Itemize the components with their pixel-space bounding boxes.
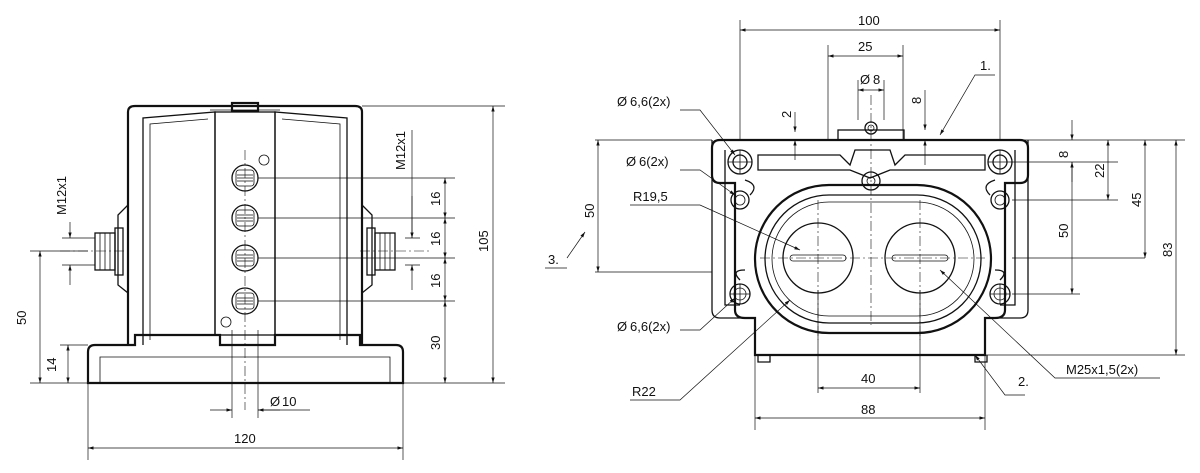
dim-height-30: 30 bbox=[428, 336, 443, 350]
diameter-symbol-8: Ø bbox=[860, 72, 870, 87]
dim-width-88: 88 bbox=[861, 402, 875, 417]
dim-width-25: 25 bbox=[858, 39, 872, 54]
right-view: 100 25 Ø 8 2 8 1. Ø 6,6(2x) Ø 6(2x) R19,… bbox=[545, 13, 1185, 430]
diameter-symbol-10: Ø bbox=[270, 394, 280, 409]
hole-top-left bbox=[727, 149, 753, 175]
dim-height-50-left: 50 bbox=[582, 204, 597, 218]
diameter-symbol-66-top: Ø bbox=[617, 94, 627, 109]
dim-width-100: 100 bbox=[858, 13, 880, 28]
hole-mid-left bbox=[730, 190, 750, 210]
dim-dia-8: 8 bbox=[873, 72, 880, 87]
dim-width-120: 120 bbox=[234, 431, 256, 446]
dim-right-45: 45 bbox=[1129, 193, 1144, 207]
dim-gap-8-top: 8 bbox=[909, 97, 924, 104]
left-view: M12x1 M12x1 16 16 16 30 105 50 14 120 Ø … bbox=[14, 101, 505, 460]
dim-thread-m25: M25x1,5(2x) bbox=[1066, 362, 1138, 377]
dim-dia-10: 10 bbox=[282, 394, 296, 409]
dim-spacing-40: 40 bbox=[861, 371, 875, 386]
hole-mid-right bbox=[990, 190, 1010, 210]
dim-pitch-2: 16 bbox=[428, 232, 443, 246]
dim-right-22: 22 bbox=[1092, 164, 1107, 178]
left-base bbox=[86, 333, 405, 385]
callout-2: 2. bbox=[1018, 374, 1029, 389]
dim-height-50: 50 bbox=[14, 311, 29, 325]
dim-dia-6: 6(2x) bbox=[639, 154, 669, 169]
dim-height-105: 105 bbox=[476, 230, 491, 252]
dim-right-8: 8 bbox=[1056, 151, 1071, 158]
dim-dia-66-top: 6,6(2x) bbox=[630, 94, 670, 109]
dim-m12-left: M12x1 bbox=[54, 176, 69, 215]
gasket-outer bbox=[753, 183, 993, 335]
callout-3: 3. bbox=[548, 252, 559, 267]
callout-1: 1. bbox=[980, 58, 991, 73]
left-body bbox=[126, 104, 364, 345]
dim-radius-22: R22 bbox=[632, 384, 656, 399]
dim-right-83: 83 bbox=[1160, 243, 1175, 257]
hole-bottom-right bbox=[989, 283, 1011, 305]
dim-pitch-1: 16 bbox=[428, 192, 443, 206]
diameter-symbol-6: Ø bbox=[626, 154, 636, 169]
dim-pitch-3: 16 bbox=[428, 274, 443, 288]
dim-right-50: 50 bbox=[1056, 224, 1071, 238]
top-actuator bbox=[757, 149, 986, 179]
dim-radius-195: R19,5 bbox=[633, 189, 668, 204]
hole-bottom-left bbox=[729, 283, 751, 305]
diameter-symbol-66-bottom: Ø bbox=[617, 319, 627, 334]
dim-gap-2: 2 bbox=[779, 111, 794, 118]
dim-m12-vertical: M12x1 bbox=[393, 131, 408, 170]
dim-height-14: 14 bbox=[44, 358, 59, 372]
hole-top-right bbox=[987, 149, 1013, 175]
dim-dia-66-bottom: 6,6(2x) bbox=[630, 319, 670, 334]
